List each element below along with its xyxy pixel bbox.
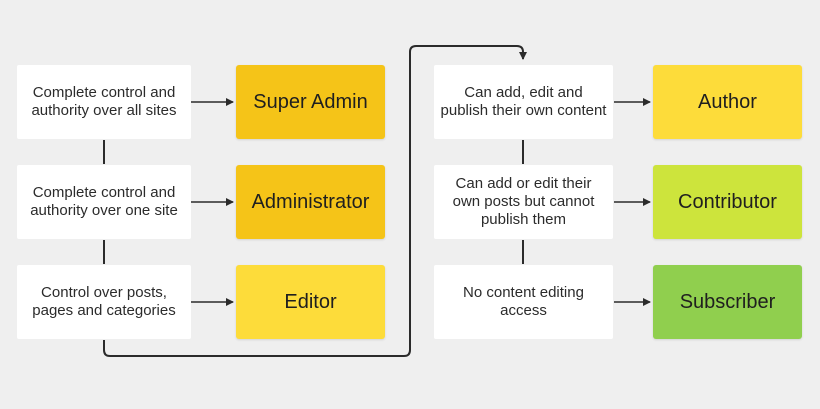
description-administrator: Complete control and authority over one … (17, 165, 191, 239)
role-administrator: Administrator (236, 165, 385, 239)
role-contributor: Contributor (653, 165, 802, 239)
description-super-admin: Complete control and authority over all … (17, 65, 191, 139)
description-contributor: Can add or edit their own posts but cann… (434, 165, 613, 239)
description-subscriber: No content editing access (434, 265, 613, 339)
role-author: Author (653, 65, 802, 139)
role-super-admin: Super Admin (236, 65, 385, 139)
role-subscriber: Subscriber (653, 265, 802, 339)
description-author: Can add, edit and publish their own cont… (434, 65, 613, 139)
column-transition-connector (103, 45, 527, 357)
description-editor: Control over posts, pages and categories (17, 265, 191, 339)
role-editor: Editor (236, 265, 385, 339)
